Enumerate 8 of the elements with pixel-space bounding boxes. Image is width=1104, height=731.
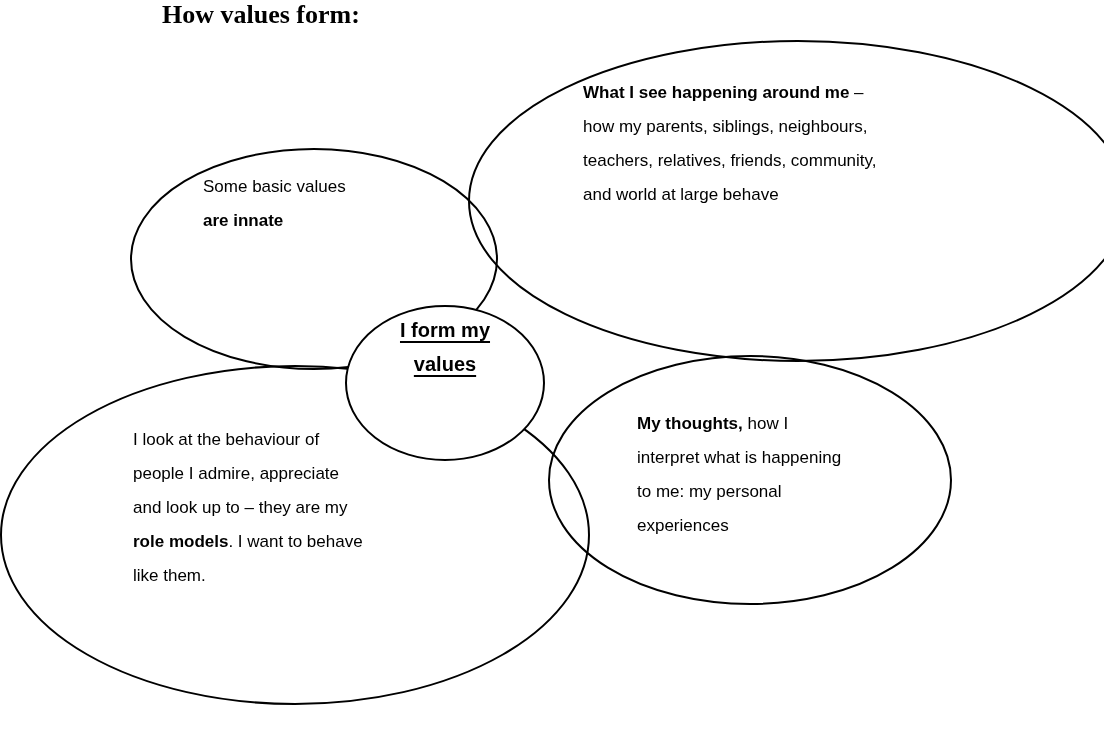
ellipse-node bbox=[548, 355, 952, 605]
node-text: I form my values bbox=[399, 318, 491, 377]
node-text: My thoughts, how I interpret what is happening to me: my personal experiences bbox=[637, 413, 842, 537]
node-text: I look at the behaviour of people I admire, appreciate and look up to – they are my role models. I want to behave like them. bbox=[133, 429, 363, 587]
title: How values form: bbox=[162, 0, 360, 30]
node-text: Some basic values are innate bbox=[203, 176, 347, 232]
ellipse-node bbox=[345, 305, 545, 461]
node-text: What I see happening around me – how my parents, siblings, neighbours, teachers, relatives, friends, community, and world at large behave bbox=[583, 82, 878, 206]
